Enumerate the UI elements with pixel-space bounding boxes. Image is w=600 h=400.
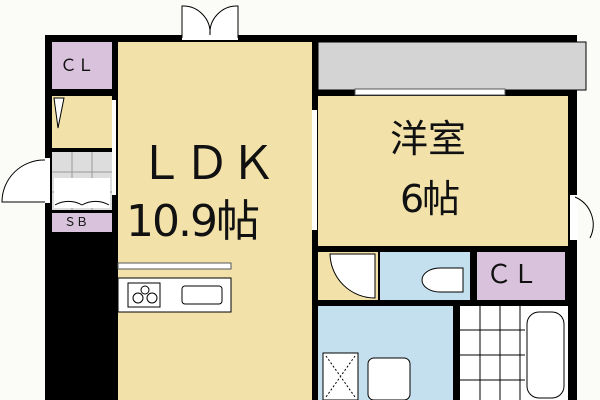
ldk-sliding-door: [312, 110, 317, 230]
closet-right-label: ＣＬ: [486, 260, 539, 290]
shoe-box-label: ＳＢ: [64, 215, 89, 229]
hall-door-swing: [53, 97, 65, 129]
sink-icon: [181, 285, 223, 305]
closet-left-area: [52, 42, 112, 89]
ldk-floor: [118, 42, 312, 400]
ldk-name-label: ＬＤＫ: [138, 136, 276, 190]
bathtub-icon: [526, 311, 565, 399]
hall-sliding-door: [112, 100, 116, 195]
entrance-door-swing: [1, 159, 46, 203]
western-window: [354, 88, 506, 96]
closet-right-area: [477, 252, 565, 300]
western-room-floor: [318, 96, 568, 246]
western-room-size-label: 6帖: [400, 177, 460, 221]
shoe-box-area: [52, 213, 112, 232]
top-double-door: [181, 5, 239, 38]
closet-left-label: ＣＬ: [60, 56, 94, 76]
side-door-opening: [570, 195, 578, 240]
ldk-size-label: 10.9帖: [126, 196, 260, 247]
shoe-cabinet-doors: [54, 200, 110, 206]
bathroom-tiles: [460, 306, 525, 400]
toilet-icon: [421, 267, 464, 293]
stove-icon: [127, 282, 161, 308]
storage-door-swing: [329, 253, 376, 299]
shoe-cabinet: [54, 178, 110, 208]
washbasin-icon: [367, 357, 411, 400]
western-room-name-label: 洋室: [390, 117, 467, 161]
balcony: [317, 41, 587, 91]
side-door-swing: [574, 196, 594, 239]
kitchen-shelf: [117, 262, 232, 270]
